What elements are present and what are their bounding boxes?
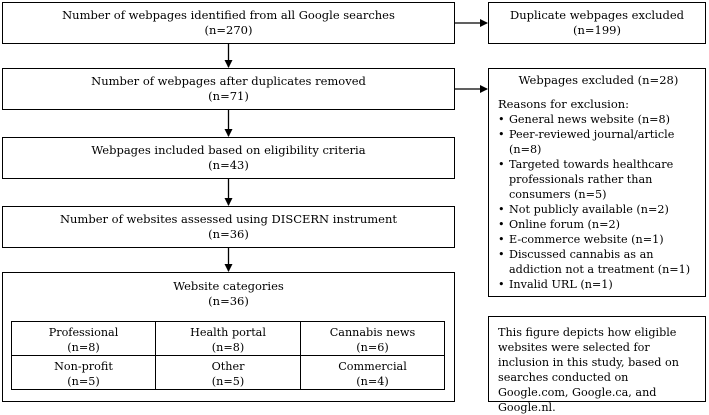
category-count: (n=4) — [356, 375, 389, 388]
duplicates-excluded-label: Duplicate webpages excluded — [509, 8, 685, 22]
exclusion-reason: • Targeted towards healthcare professiona… — [498, 157, 699, 202]
exclusion-reason-text: Online forum (n=2) — [509, 218, 620, 231]
category-count: (n=5) — [211, 375, 245, 388]
category-count: (n=5) — [67, 375, 100, 388]
identified-count: (n=270) — [204, 23, 253, 37]
exclusion-reason-text: E-commerce website (n=1) — [509, 233, 664, 246]
exclusion-reasons-list: • General news website (n=8) • Peer-review… — [498, 112, 699, 292]
after-duplicates-label: Number of webpages after duplicates remo… — [91, 74, 366, 88]
exclusion-reason-text: Targeted towards healthcare professional… — [509, 158, 674, 201]
category-cell: Commercial (n=4) — [300, 355, 445, 390]
exclusion-reason-text: Discussed cannabis as an addiction not a… — [509, 248, 691, 276]
included-box: Webpages included based on eligibility c… — [2, 137, 455, 179]
exclusion-reason-text: Invalid URL (n=1) — [509, 278, 613, 291]
website-categories-box: Website categories (n=36) Professional (… — [2, 272, 455, 402]
after-duplicates-count: (n=71) — [208, 89, 249, 103]
exclusion-reason-text: Peer-reviewed journal/article (n=8) — [509, 128, 675, 156]
assessed-box: Number of websites assessed using DISCER… — [2, 206, 455, 248]
exclusion-reason: • Peer-reviewed journal/article (n=8) — [498, 127, 699, 157]
figure-note-text: This figure depicts how eligible website… — [498, 326, 679, 414]
bullet-icon: • — [498, 203, 505, 216]
webpages-excluded-box: Webpages excluded (n=28) Reasons for exc… — [488, 68, 706, 297]
category-grid: Professional (n=8) Health portal (n=8) C… — [11, 321, 445, 390]
bullet-icon: • — [498, 113, 505, 126]
category-cell: Professional (n=8) — [11, 321, 156, 356]
category-cell: Other (n=5) — [155, 355, 301, 390]
exclusion-reason-text: Not publicly available (n=2) — [509, 203, 669, 216]
exclusion-reason: • General news website (n=8) — [498, 112, 699, 127]
webpages-excluded-title: Webpages excluded (n=28) — [518, 73, 679, 87]
bullet-icon: • — [498, 278, 505, 291]
category-count: (n=8) — [67, 341, 100, 354]
assessed-count: (n=36) — [208, 227, 249, 241]
category-label: Non-profit — [54, 360, 113, 373]
bullet-icon: • — [498, 218, 505, 231]
bullet-icon: • — [498, 158, 505, 171]
category-label: Commercial — [338, 360, 407, 373]
category-cell: Health portal (n=8) — [155, 321, 301, 356]
duplicates-excluded-count: (n=199) — [573, 23, 621, 37]
exclusion-reason: • Invalid URL (n=1) — [498, 277, 699, 292]
bullet-icon: • — [498, 233, 505, 246]
bullet-icon: • — [498, 248, 505, 261]
category-label: Other — [211, 360, 245, 373]
identified-box: Number of webpages identified from all G… — [2, 2, 455, 44]
included-label: Webpages included based on eligibility c… — [91, 143, 366, 157]
duplicates-excluded-box: Duplicate webpages excluded (n=199) — [488, 2, 706, 44]
category-count: (n=8) — [211, 341, 245, 354]
after-duplicates-box: Number of webpages after duplicates remo… — [2, 68, 455, 110]
flow-arrows — [224, 19, 488, 272]
exclusion-reason: • E-commerce website (n=1) — [498, 232, 699, 247]
category-label: Professional — [48, 326, 119, 339]
website-categories-label: Website categories — [173, 279, 284, 293]
category-label: Cannabis news — [329, 326, 416, 339]
bullet-icon: • — [498, 128, 505, 141]
category-label: Health portal — [190, 326, 266, 339]
exclusion-reason: • Not publicly available (n=2) — [498, 202, 699, 217]
category-cell: Cannabis news (n=6) — [300, 321, 445, 356]
exclusion-reason: • Online forum (n=2) — [498, 217, 699, 232]
website-categories-count: (n=36) — [208, 294, 249, 308]
identified-label: Number of webpages identified from all G… — [62, 8, 395, 22]
exclusion-reason: • Discussed cannabis as an addiction not … — [498, 247, 699, 277]
exclusion-reason-text: General news website (n=8) — [509, 113, 671, 126]
figure-note-box: This figure depicts how eligible website… — [488, 316, 706, 414]
assessed-label: Number of websites assessed using DISCER… — [59, 212, 398, 226]
category-count: (n=6) — [356, 341, 389, 354]
category-cell: Non-profit (n=5) — [11, 355, 156, 390]
exclusion-reasons-heading: Reasons for exclusion: — [498, 97, 630, 111]
included-count: (n=43) — [208, 158, 249, 172]
